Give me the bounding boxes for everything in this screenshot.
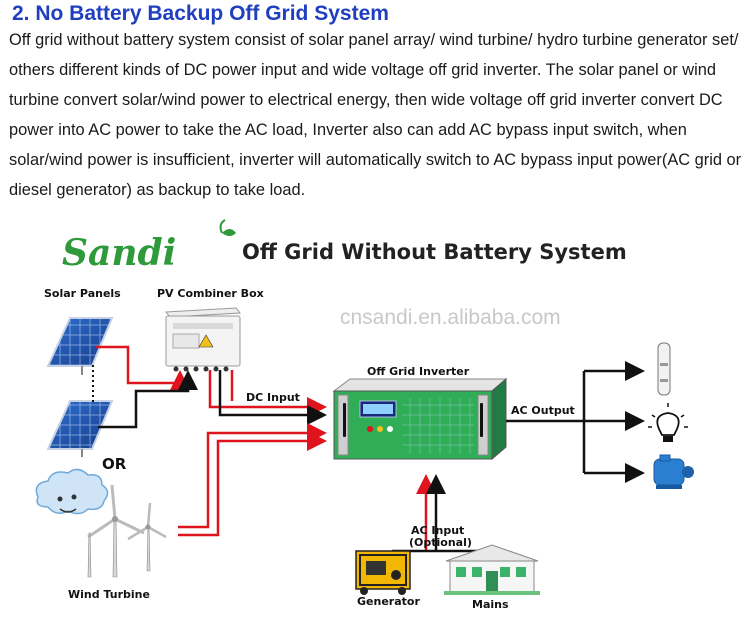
label-mains: Mains [472, 598, 509, 611]
combiner-wire-negative [218, 370, 327, 425]
house-icon [444, 544, 540, 595]
wind-cloud-icon [35, 468, 109, 515]
diagram-title: Off Grid Without Battery System [242, 240, 627, 264]
electric-motor-icon [653, 454, 694, 489]
dc-wire-negative [98, 370, 198, 429]
label-ac-output: AC Output [511, 404, 575, 417]
sandi-logo: Sandi [62, 219, 236, 274]
generator-icon [355, 550, 411, 595]
leaf-icon [219, 219, 236, 236]
combiner-wire-positive [208, 370, 327, 417]
solar-panel-icon [46, 317, 114, 375]
water-pump-icon [657, 342, 671, 396]
description-paragraph: Off grid without battery system consist … [9, 31, 742, 199]
solar-panel-icon [46, 400, 114, 457]
label-wind-turbine: Wind Turbine [68, 588, 150, 601]
label-dc-input: DC Input [246, 391, 300, 404]
wind-turbine-icon [87, 484, 167, 578]
light-bulb-icon [648, 403, 688, 442]
pv-combiner-box-icon [165, 307, 241, 372]
label-ac-input-optional: (Optional) [409, 536, 472, 549]
off-grid-inverter-icon [332, 377, 508, 461]
watermark: cnsandi.en.alibaba.com [340, 306, 561, 329]
label-ac-input: AC Input [411, 524, 464, 537]
wind-wire-negative [178, 431, 327, 537]
section-heading: 2. No Battery Backup Off Grid System [12, 2, 389, 25]
label-off-grid-inverter: Off Grid Inverter [367, 365, 470, 378]
brand-name: Sandi [62, 232, 176, 274]
wind-wire-positive [178, 423, 327, 529]
label-generator: Generator [357, 595, 420, 608]
system-diagram: Sandi Off Grid Without Battery System cn… [35, 219, 694, 611]
label-solar-panels: Solar Panels [44, 287, 121, 300]
label-pv-combiner-box: PV Combiner Box [157, 287, 264, 300]
label-or: OR [102, 455, 127, 473]
